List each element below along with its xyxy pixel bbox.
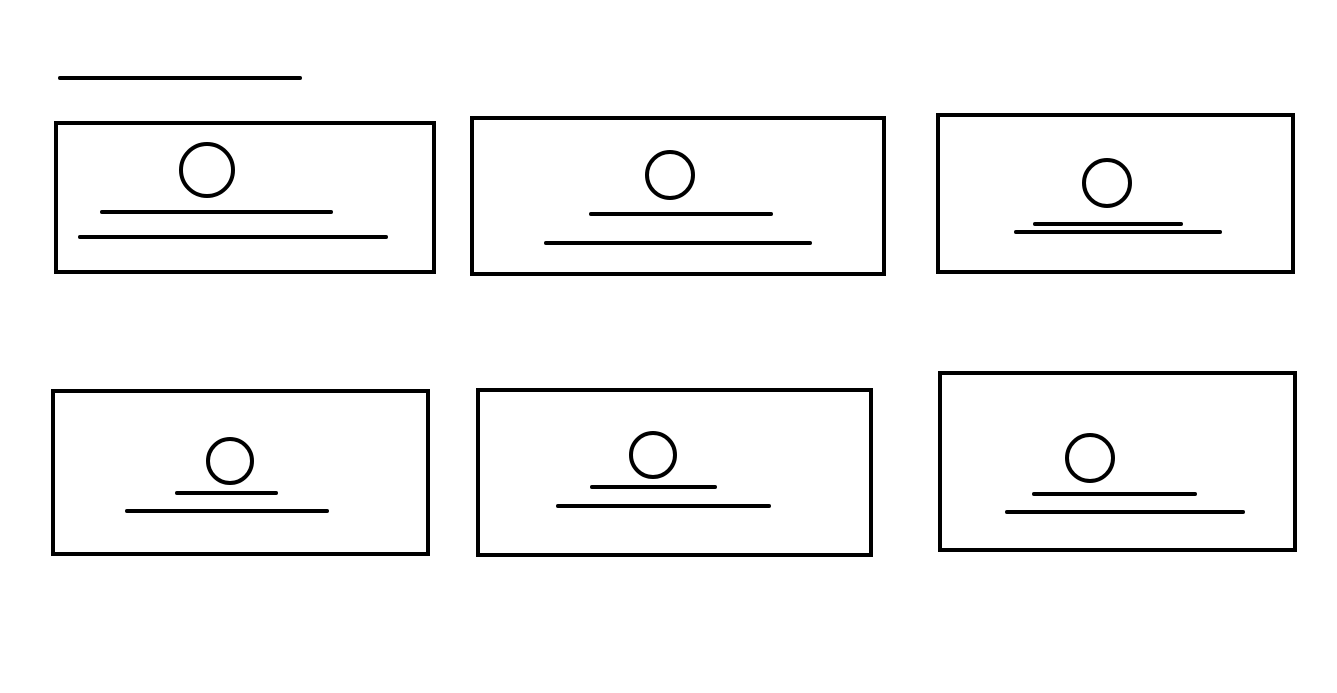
card-frame (938, 371, 1297, 552)
circle-icon (206, 437, 254, 485)
card-frame (936, 113, 1295, 274)
card-frame (476, 388, 873, 557)
card[interactable] (470, 116, 886, 276)
card-frame (51, 389, 430, 556)
card[interactable] (936, 113, 1295, 274)
circle-icon (645, 150, 695, 200)
circle-icon (629, 431, 677, 479)
card[interactable] (938, 371, 1297, 552)
card[interactable] (476, 388, 873, 557)
card-frame (470, 116, 886, 276)
circle-icon (179, 142, 235, 198)
circle-icon (1082, 158, 1132, 208)
card-frame (54, 121, 436, 274)
circle-icon (1065, 433, 1115, 483)
card[interactable] (54, 121, 436, 274)
card[interactable] (51, 389, 430, 556)
